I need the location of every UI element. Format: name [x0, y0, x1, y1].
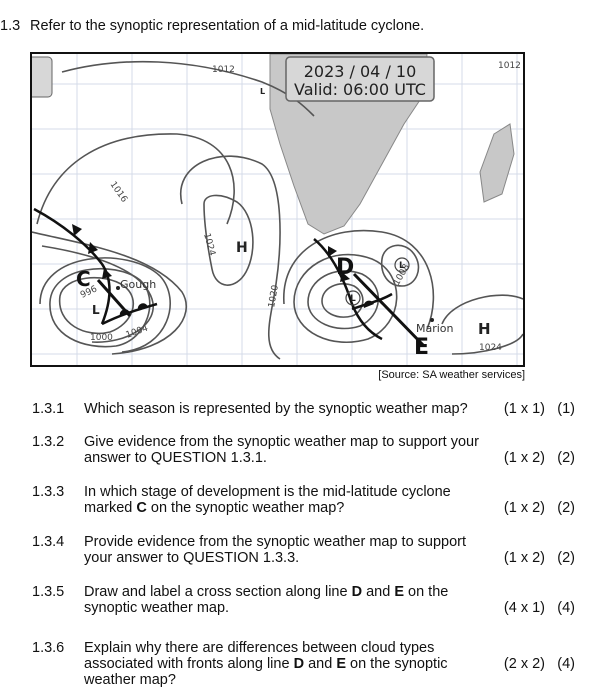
line-d-e — [352, 272, 426, 348]
warm-front-semicircle — [137, 303, 148, 310]
cold-front-triangle — [328, 246, 337, 257]
gough-island-marker — [116, 286, 120, 290]
synoptic-weather-map: 2023 / 04 / 10 Valid: 06:00 UTC 1012 101… — [30, 52, 525, 367]
isobar-label: 1024 — [201, 232, 217, 257]
point-c-label: C — [76, 267, 91, 291]
cold-front-central — [313, 238, 383, 341]
question-marks: (1 x 2) — [503, 500, 545, 516]
question-number: 1.3.1 — [32, 401, 65, 417]
isobar-1016 — [36, 133, 235, 225]
question-intro-text: Refer to the synoptic representation of … — [30, 18, 425, 34]
question-number: 1.3.3 — [32, 484, 65, 500]
question-text: Give evidence from the synoptic weather … — [84, 434, 479, 466]
question-text: Which season is represented by the synop… — [84, 401, 468, 417]
question-total: (2) — [557, 450, 575, 466]
question-intro: 1.3 Refer to the synoptic representation … — [0, 18, 424, 34]
cropped-legend-box — [32, 56, 53, 98]
isobar-left-outer — [32, 231, 187, 355]
question-number: 1.3.2 — [32, 434, 65, 450]
line-c — [96, 279, 132, 317]
high-pressure-label: H — [478, 320, 491, 338]
isobar-mid-outer — [283, 229, 435, 330]
isobar-mid-ring-3 — [321, 283, 364, 318]
isobar-1004 — [39, 257, 171, 353]
isobar-label: 1004 — [125, 323, 150, 340]
question-number: 1.3.6 — [32, 640, 65, 656]
source-caption: [Source: SA weather services] — [378, 369, 525, 381]
low-pressure-label: L — [399, 261, 405, 271]
question-total: (4) — [557, 600, 575, 616]
question-text: Provide evidence from the synoptic weath… — [84, 534, 467, 566]
question-total: (2) — [557, 500, 575, 516]
isobar-label: 1016 — [108, 180, 129, 205]
isobar-1008-ring — [380, 244, 420, 287]
question-marks: (4 x 1) — [503, 600, 545, 616]
isobar-1020 — [179, 155, 281, 360]
warm-front-semicircle — [363, 300, 374, 308]
map-valid-time: Valid: 06:00 UTC — [294, 80, 426, 99]
isobar-label: 1012 — [212, 65, 235, 75]
madagascar-island — [479, 123, 515, 203]
low-pressure-label: L — [350, 294, 356, 304]
place-marion: Marion — [416, 322, 454, 335]
warm-front-central — [351, 292, 393, 311]
low-pressure-label: L — [92, 303, 100, 317]
question-number: 1.3.4 — [32, 534, 65, 550]
isobar-1012-north — [61, 60, 315, 117]
question-total: (4) — [557, 656, 575, 672]
high-pressure-label: H — [236, 240, 248, 256]
isobar-label: 1012 — [498, 61, 521, 71]
synoptic-map-svg: 2023 / 04 / 10 Valid: 06:00 UTC 1012 101… — [32, 54, 523, 365]
cold-front-triangle — [88, 242, 98, 254]
point-d-label: D — [336, 255, 354, 280]
question-total: (2) — [557, 550, 575, 566]
isobar-1024-east — [451, 333, 523, 355]
question-marks: (2 x 2) — [503, 656, 545, 672]
point-e-label: E — [414, 335, 429, 360]
isobar-east-ring — [441, 294, 523, 325]
question-number: 1.3.5 — [32, 584, 65, 600]
question-text: Draw and label a cross section along lin… — [84, 584, 449, 616]
isobar-mid-ring-1 — [293, 253, 398, 344]
low-marker-ring — [394, 257, 410, 273]
date-box — [285, 56, 435, 102]
question-marks: (1 x 2) — [503, 450, 545, 466]
cold-front-triangle — [72, 224, 82, 236]
question-text: In which stage of development is the mid… — [84, 484, 451, 516]
question-marks: (1 x 1) — [503, 401, 545, 417]
low-marker-ring — [345, 290, 361, 306]
cold-front-triangle — [102, 268, 112, 279]
cold-front-triangle — [340, 272, 350, 282]
isobar-left-middle — [41, 245, 155, 343]
warm-front-west — [101, 302, 158, 326]
place-gough: Gough — [120, 278, 156, 291]
isobar-1000-ring — [49, 268, 151, 348]
marion-island-marker — [430, 318, 434, 322]
isobar-label: 1000 — [90, 333, 113, 343]
map-date: 2023 / 04 / 10 — [304, 62, 417, 81]
isobar-label: 1024 — [479, 343, 502, 353]
question-total: (1) — [557, 401, 575, 417]
fronts — [33, 207, 426, 348]
question-number: 1.3 — [0, 18, 21, 34]
isobar-label: 1020 — [267, 284, 281, 309]
question-text: Explain why there are differences betwee… — [84, 640, 448, 688]
isobar-1024-ring — [203, 194, 254, 286]
question-marks: (1 x 2) — [503, 550, 545, 566]
low-pressure-label: L — [260, 87, 265, 96]
cold-front-west — [33, 207, 111, 325]
